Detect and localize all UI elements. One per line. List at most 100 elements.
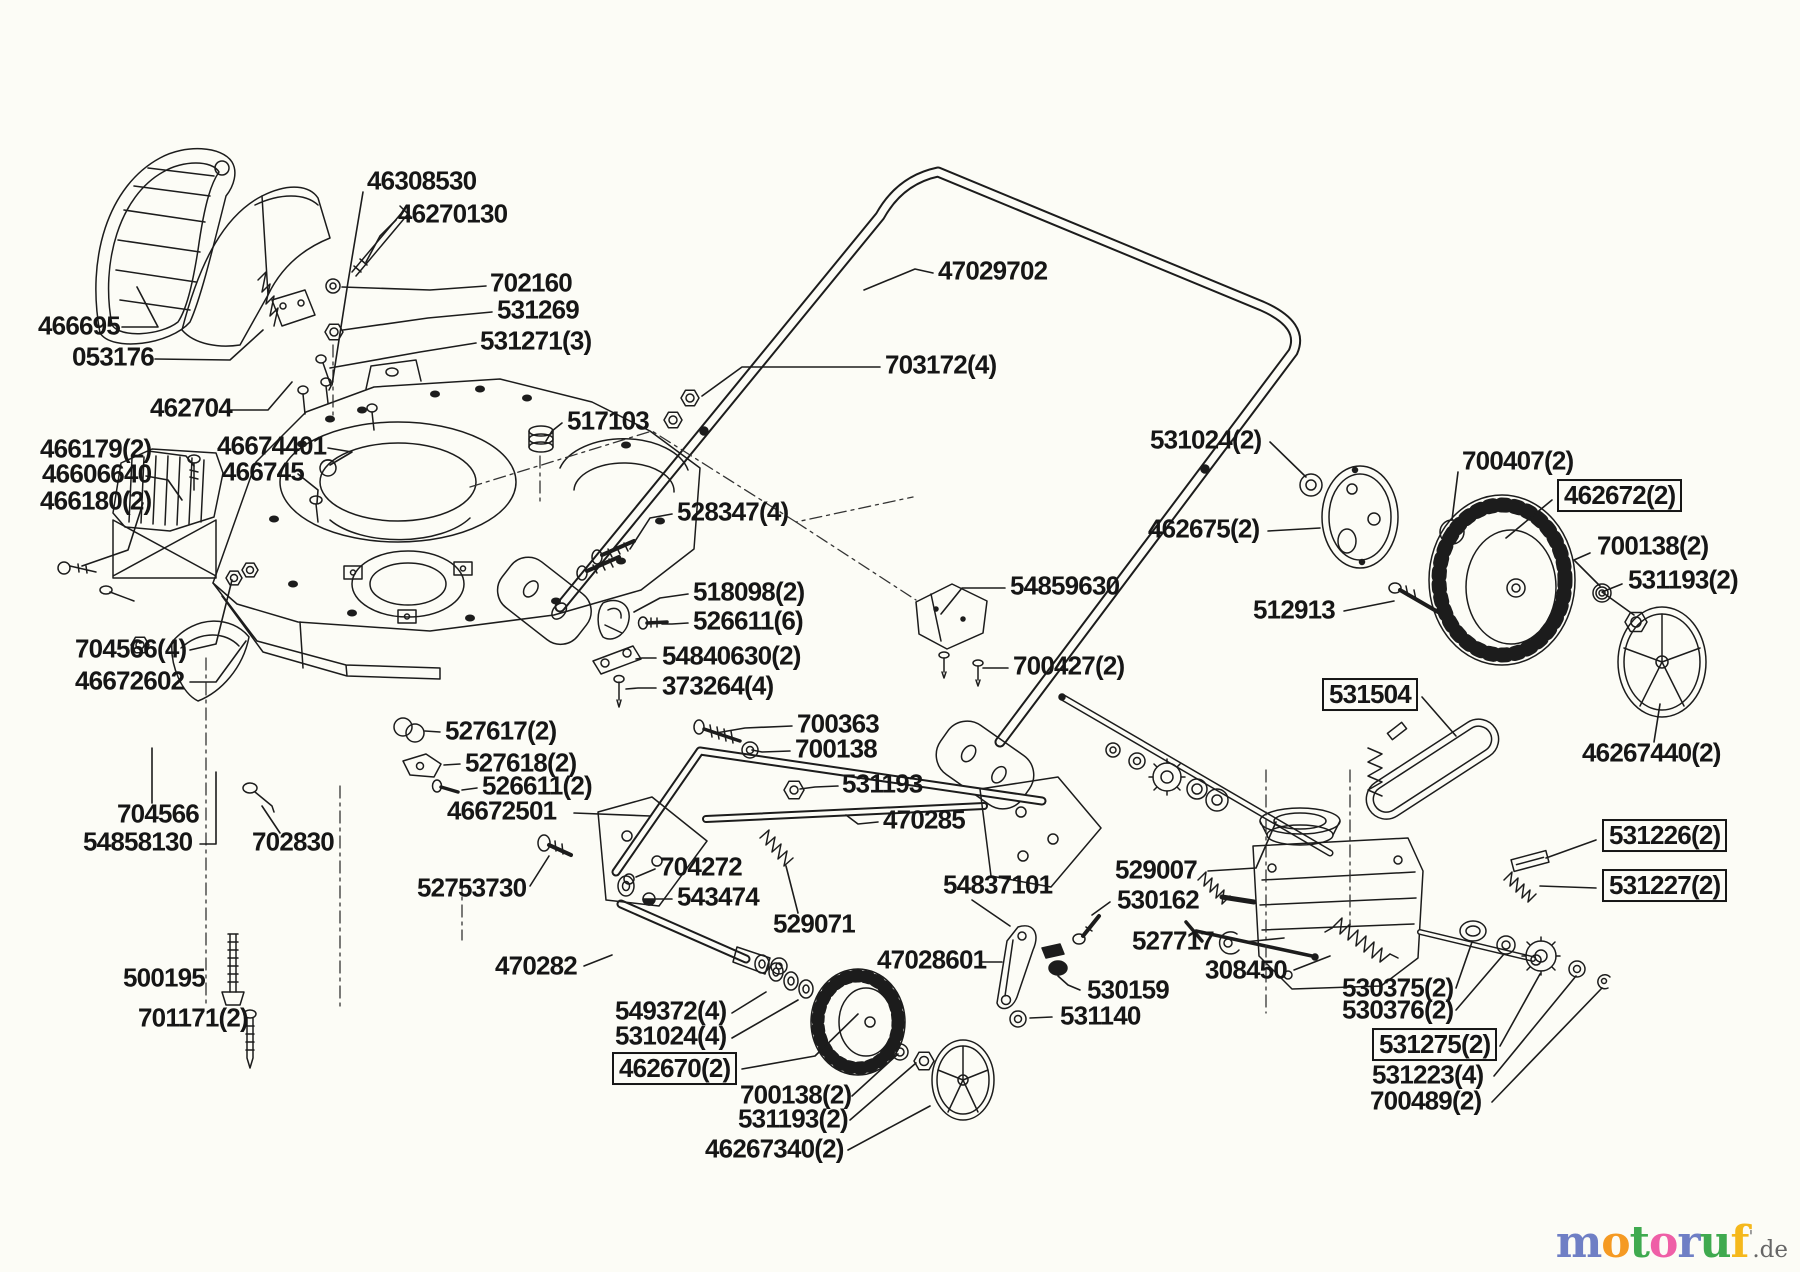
part-label-527617(2): 527617(2) [445, 715, 557, 746]
part-label-704272: 704272 [660, 851, 743, 882]
part-label-702830: 702830 [252, 826, 335, 857]
lower-handle [597, 746, 1102, 999]
part-label-470285: 470285 [883, 804, 966, 835]
watermark-letter: o [1648, 1217, 1678, 1268]
part-label-54837101: 54837101 [943, 869, 1053, 900]
part-label-531193(2): 531193(2) [738, 1103, 849, 1134]
part-label-700489(2): 700489(2) [1370, 1085, 1482, 1116]
part-label-46267340(2): 46267340(2) [705, 1133, 844, 1164]
part-label-466180(2): 466180(2) [40, 485, 152, 516]
part-label-529071: 529071 [773, 908, 856, 939]
part-label-531504: 531504 [1322, 678, 1418, 712]
watermark-logo: motoruf'.de [1556, 1217, 1788, 1268]
part-label-54859630: 54859630 [1010, 570, 1120, 601]
part-label-526611(6): 526611(6) [693, 605, 804, 636]
rear-cover [181, 186, 331, 347]
part-label-46672501: 46672501 [447, 795, 557, 826]
part-label-512913: 512913 [1253, 594, 1336, 625]
drive-train [1058, 693, 1611, 990]
part-label-703172(4): 703172(4) [885, 349, 997, 380]
part-label-518098(2): 518098(2) [693, 576, 805, 607]
part-label-517103: 517103 [567, 405, 650, 436]
part-label-526611(2): 526611(2) [482, 770, 593, 801]
bottom-left-bolts [221, 933, 257, 1069]
part-label-531227(2): 531227(2) [1602, 869, 1728, 903]
front-wheel [810, 968, 995, 1121]
part-label-527717: 527717 [1132, 925, 1215, 956]
part-label-46308530: 46308530 [367, 165, 477, 196]
watermark-letter: u [1699, 1217, 1732, 1268]
rear-shield [915, 583, 988, 687]
drive-belt [1365, 718, 1500, 820]
part-label-470282: 470282 [495, 950, 578, 981]
part-label-462704: 462704 [150, 392, 233, 423]
part-label-700138(2): 700138(2) [1597, 530, 1709, 561]
part-label-46270130: 46270130 [398, 198, 508, 229]
part-label-531226(2): 531226(2) [1602, 819, 1728, 853]
part-label-527618(2): 527618(2) [465, 747, 577, 778]
part-label-530375(2): 530375(2) [1342, 972, 1454, 1003]
front-flap [130, 620, 275, 813]
part-label-54858130: 54858130 [83, 826, 193, 857]
watermark-letter: r [1677, 1217, 1700, 1268]
deflector-flap [95, 148, 236, 345]
part-label-531193: 531193 [842, 768, 923, 799]
part-label-543474: 543474 [677, 881, 760, 912]
part-label-531024(4): 531024(4) [615, 1020, 727, 1051]
leader-lines [81, 191, 1661, 1151]
deck-hardware [393, 539, 805, 906]
part-label-500195: 500195 [123, 962, 206, 993]
spring-cup [528, 425, 554, 453]
part-label-531275(2): 531275(2) [1372, 1028, 1498, 1062]
part-label-549372(4): 549372(4) [615, 995, 727, 1026]
part-label-704566(4): 704566(4) [75, 633, 187, 664]
upper-handle [496, 166, 1302, 810]
part-label-700407(2): 700407(2) [1462, 445, 1574, 476]
part-label-46674401: 46674401 [217, 430, 327, 461]
brake-lever [996, 914, 1101, 1028]
part-label-531024(2): 531024(2) [1150, 424, 1262, 455]
watermark-letter: f [1730, 1217, 1750, 1268]
part-label-531140: 531140 [1060, 1000, 1141, 1031]
watermark-letter: m [1555, 1217, 1603, 1268]
part-label-529007: 529007 [1115, 854, 1198, 885]
part-label-466695: 466695 [38, 310, 121, 341]
engine-guard [57, 448, 337, 602]
part-label-52753730: 52753730 [417, 872, 527, 903]
part-label-530376(2): 530376(2) [1342, 994, 1454, 1025]
part-label-462670(2): 462670(2) [612, 1052, 738, 1086]
part-label-466179(2): 466179(2) [40, 433, 152, 464]
mower-deck [212, 359, 701, 680]
part-label-701171(2): 701171(2) [138, 1002, 249, 1033]
part-label-700138: 700138 [795, 733, 878, 764]
part-label-47028601: 47028601 [877, 944, 987, 975]
watermark-suffix: .de [1752, 1237, 1788, 1263]
part-label-47029702: 47029702 [938, 255, 1048, 286]
part-label-531269: 531269 [497, 294, 580, 325]
part-label-530162: 530162 [1117, 884, 1200, 915]
part-label-700427(2): 700427(2) [1013, 650, 1125, 681]
part-label-531271(3): 531271(3) [480, 325, 592, 356]
part-label-531193(2): 531193(2) [1628, 564, 1739, 595]
part-label-053176: 053176 [72, 341, 155, 372]
watermark-letter: t [1629, 1217, 1650, 1268]
part-label-700363: 700363 [797, 708, 880, 739]
part-label-702160: 702160 [490, 267, 573, 298]
part-label-46672602: 46672602 [75, 665, 185, 696]
part-label-700138(2): 700138(2) [740, 1079, 852, 1110]
part-label-308450: 308450 [1205, 954, 1288, 985]
part-label-466745: 466745 [222, 456, 305, 487]
part-label-54840630(2): 54840630(2) [662, 640, 801, 671]
handle-nuts [663, 389, 700, 429]
part-label-46267440(2): 46267440(2) [1582, 737, 1721, 768]
part-label-462675(2): 462675(2) [1148, 513, 1260, 544]
part-label-530159: 530159 [1087, 974, 1170, 1005]
part-label-528347(4): 528347(4) [677, 496, 789, 527]
part-label-704566: 704566 [117, 798, 200, 829]
part-label-462672(2): 462672(2) [1557, 479, 1683, 513]
part-label-531223(4): 531223(4) [1372, 1059, 1484, 1090]
part-label-373264(4): 373264(4) [662, 670, 774, 701]
